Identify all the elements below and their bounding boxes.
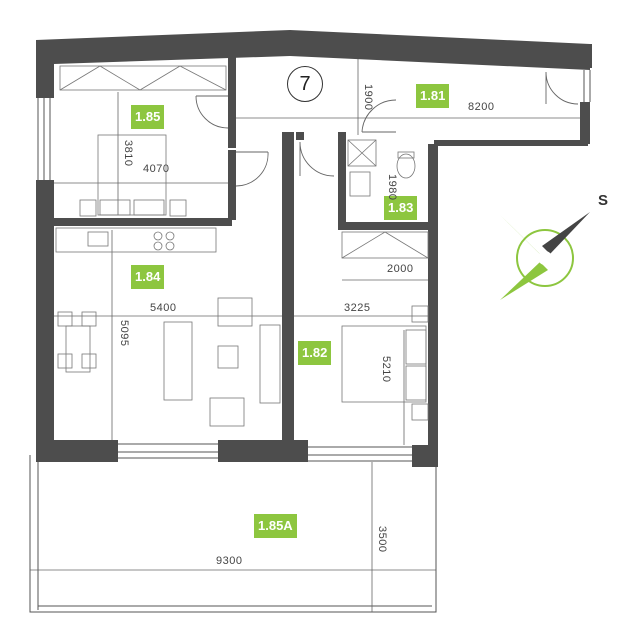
compass-rose (500, 212, 590, 302)
bedroom-furniture (59, 65, 227, 217)
dimension-5095: 5095 (118, 320, 130, 347)
dimension-2000: 2000 (387, 263, 414, 275)
balcony-outline (29, 455, 437, 613)
windows (37, 70, 591, 462)
dimension-3810: 3810 (122, 140, 134, 167)
room-label-1-81: 1.81 (416, 84, 450, 108)
dimension-4070: 4070 (143, 163, 170, 175)
unit-number: 7 (287, 66, 323, 102)
dimension-5210: 5210 (380, 356, 392, 383)
doors (195, 71, 579, 187)
room-label-1-82: 1.82 (298, 341, 332, 365)
dimension-lines (30, 52, 580, 612)
dimension-3500: 3500 (376, 526, 388, 553)
compass-south-label: S (598, 192, 609, 209)
bedroom2-furniture (341, 139, 429, 421)
room-label-1-85: 1.85 (131, 105, 165, 129)
room-label-1-83: 1.83 (384, 196, 418, 220)
dimension-1900: 1900 (362, 84, 374, 111)
room-label-1-84: 1.84 (131, 265, 165, 289)
living-furniture (55, 227, 281, 427)
dimension-9300: 9300 (216, 555, 243, 567)
dimension-1980: 1980 (386, 174, 398, 201)
walls (36, 30, 592, 467)
dimension-5400: 5400 (150, 302, 177, 314)
dimension-8200: 8200 (468, 101, 495, 113)
dimension-3225: 3225 (344, 302, 371, 314)
room-label-1-85a: 1.85A (254, 514, 297, 538)
